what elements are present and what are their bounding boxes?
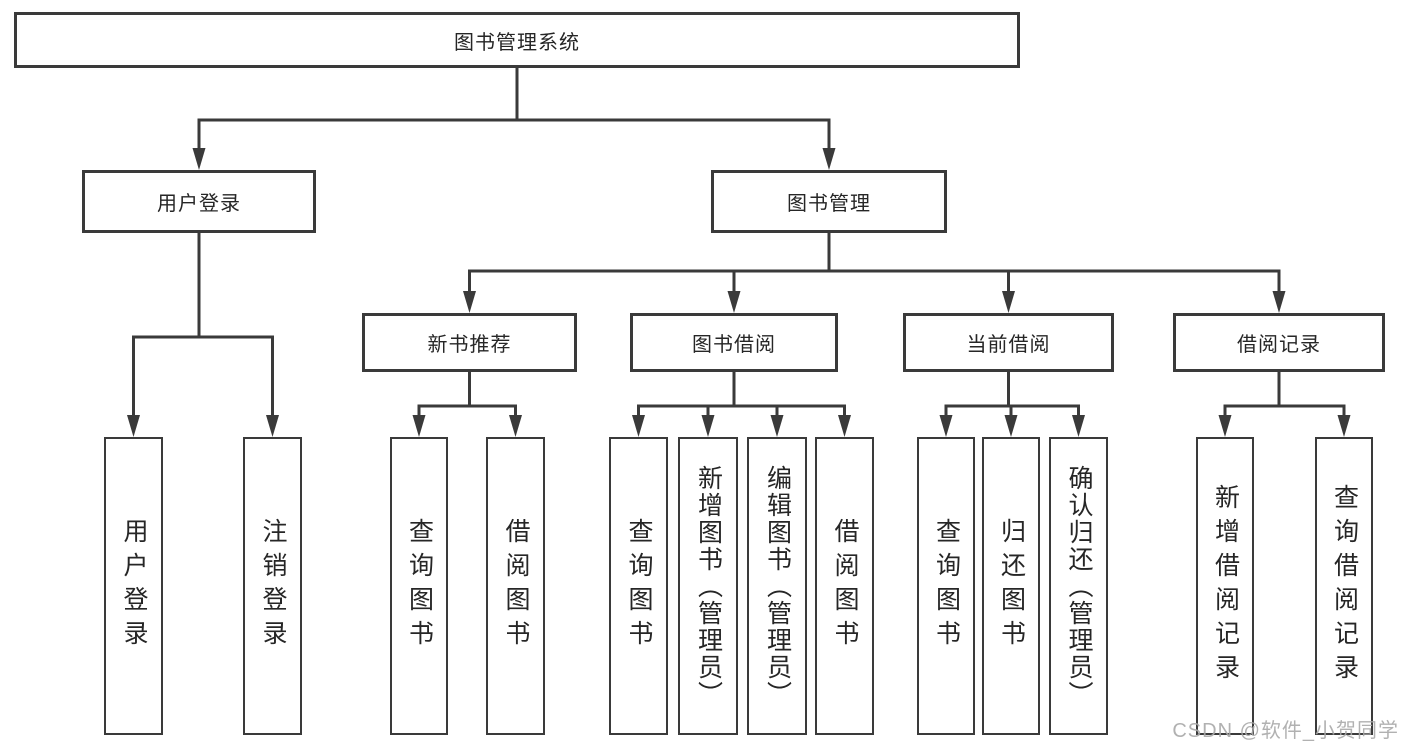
- leaf-confirm-return-admin: 确认归还（管理员）: [1049, 437, 1108, 735]
- leaf-borrow-book-recommend: 借阅图书: [486, 437, 545, 735]
- leaf-add-book-admin-label: 新增图书（管理员）: [694, 464, 723, 708]
- leaf-borrow-book-recommend-label: 借阅图书: [502, 518, 530, 654]
- leaf-add-borrow-record: 新增借阅记录: [1196, 437, 1254, 735]
- node-new-book-recommend-label: 新书推荐: [427, 334, 512, 356]
- leaf-return-book-label: 归还图书: [997, 518, 1026, 654]
- leaf-user-login: 用户登录: [104, 437, 163, 735]
- node-user-login: 用户登录: [82, 170, 316, 233]
- leaf-logout-label: 注销登录: [259, 518, 287, 654]
- leaf-query-borrow-record-label: 查询借阅记录: [1330, 484, 1359, 688]
- node-book-borrowing: 图书借阅: [630, 313, 838, 372]
- leaf-add-borrow-record-label: 新增借阅记录: [1211, 484, 1240, 688]
- node-root-label: 图书管理系统: [454, 31, 580, 54]
- node-current-borrowing-label: 当前借阅: [966, 334, 1051, 356]
- node-current-borrowing: 当前借阅: [903, 313, 1114, 372]
- leaf-query-borrow-record: 查询借阅记录: [1315, 437, 1373, 735]
- node-borrowing-records-label: 借阅记录: [1237, 334, 1321, 356]
- node-new-book-recommend: 新书推荐: [362, 313, 577, 372]
- node-borrowing-records: 借阅记录: [1173, 313, 1385, 372]
- leaf-confirm-return-admin-label: 确认归还（管理员）: [1065, 464, 1093, 708]
- leaf-query-book-current-label: 查询图书: [932, 518, 961, 654]
- csdn-watermark: CSDN @软件_小贺同学: [1172, 720, 1399, 742]
- leaf-user-login-label: 用户登录: [120, 518, 148, 654]
- leaf-add-book-admin: 新增图书（管理员）: [678, 437, 738, 735]
- leaf-query-book-recommend-label: 查询图书: [405, 518, 434, 654]
- node-root: 图书管理系统: [14, 12, 1020, 68]
- node-book-management-label: 图书管理: [787, 193, 871, 215]
- leaf-query-book-borrowing-label: 查询图书: [625, 518, 653, 654]
- node-book-management: 图书管理: [711, 170, 947, 233]
- node-user-login-label: 用户登录: [157, 193, 241, 215]
- arrowheads: [127, 148, 1351, 437]
- node-book-borrowing-label: 图书借阅: [692, 334, 776, 356]
- leaf-query-book-borrowing: 查询图书: [609, 437, 668, 735]
- leaf-query-book-recommend: 查询图书: [390, 437, 448, 735]
- leaf-return-book: 归还图书: [982, 437, 1040, 735]
- leaf-borrow-book: 借阅图书: [815, 437, 874, 735]
- leaf-edit-book-admin: 编辑图书（管理员）: [747, 437, 807, 735]
- leaf-borrow-book-label: 借阅图书: [831, 518, 859, 654]
- leaf-query-book-current: 查询图书: [917, 437, 975, 735]
- leaf-edit-book-admin-label: 编辑图书（管理员）: [763, 464, 792, 708]
- leaf-logout: 注销登录: [243, 437, 302, 735]
